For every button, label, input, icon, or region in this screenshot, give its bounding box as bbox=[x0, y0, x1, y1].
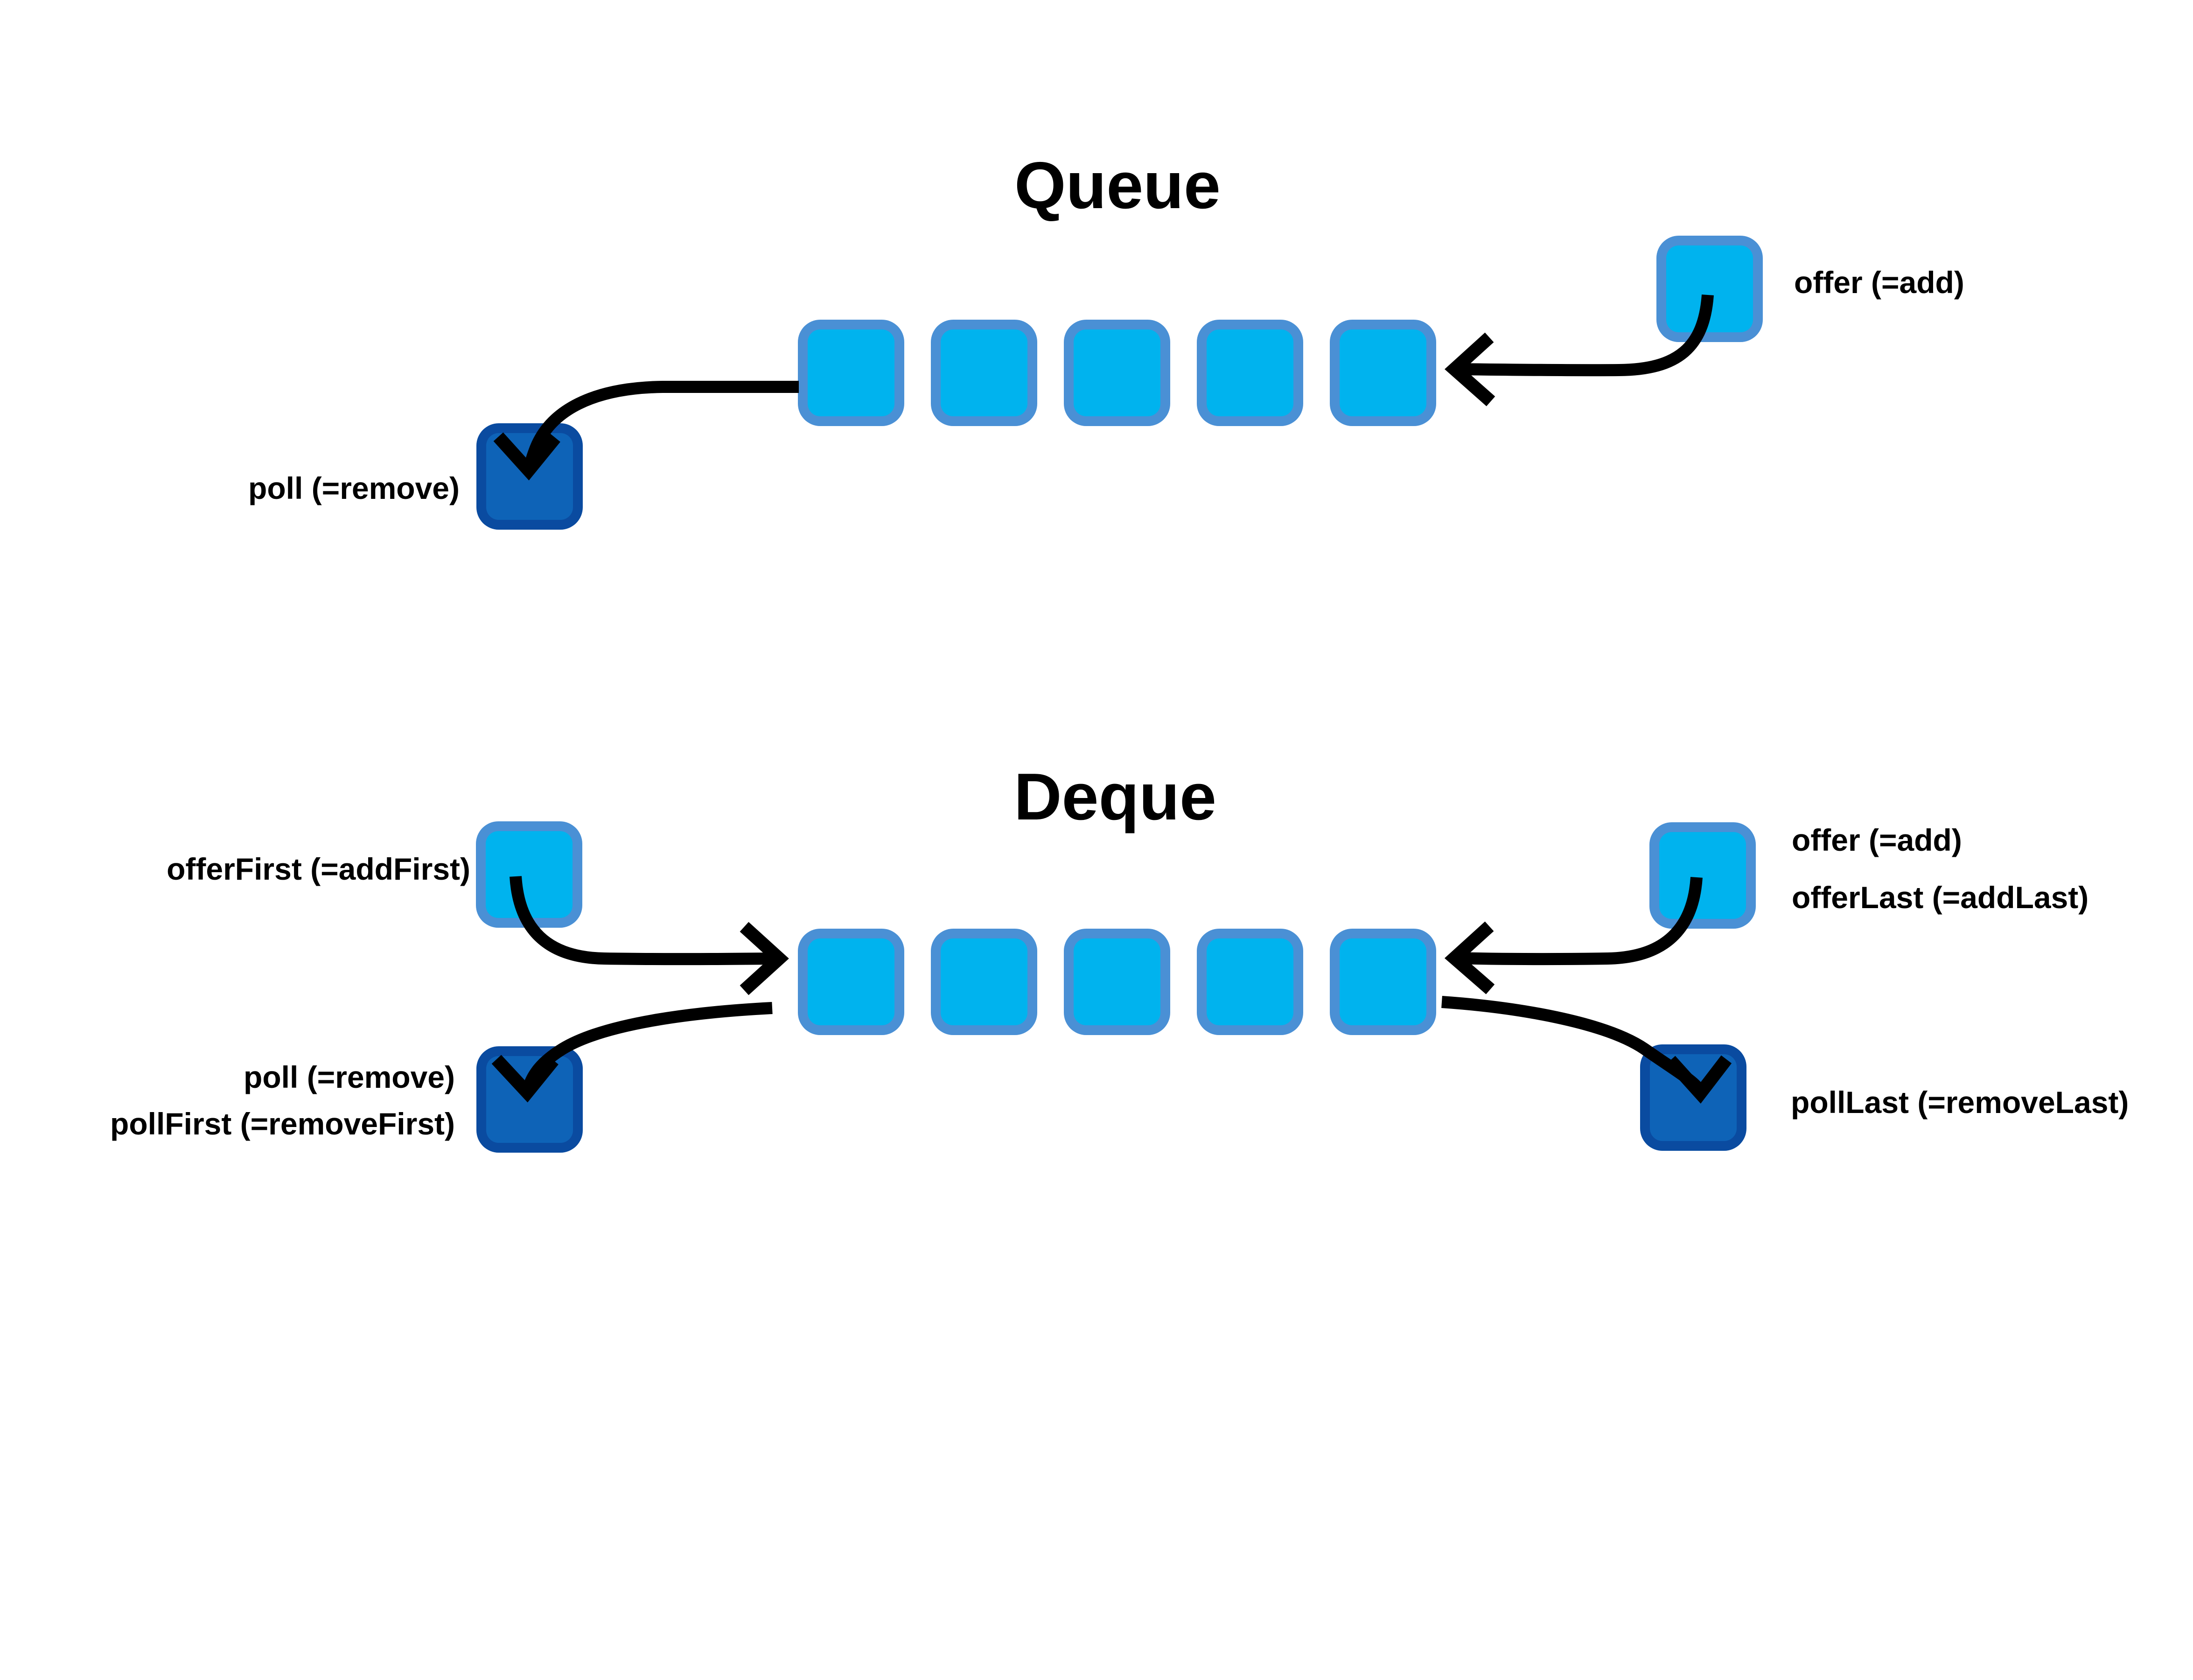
queue-poll-arrowhead-icon bbox=[493, 432, 560, 481]
deque-poll-last-arrowhead-icon bbox=[1665, 1055, 1732, 1104]
deque-cell bbox=[798, 929, 904, 1035]
deque-offer-last-label: offerLast (=addLast) bbox=[1792, 880, 2089, 915]
queue-row bbox=[798, 320, 1436, 426]
deque-cell-inner bbox=[808, 938, 894, 1025]
deque-poll-last-label: pollLast (=removeLast) bbox=[1791, 1085, 2129, 1120]
queue-cell-inner bbox=[1207, 329, 1293, 416]
queue-cell-inner bbox=[941, 329, 1027, 416]
deque-offer-first-arrowhead-icon bbox=[740, 922, 789, 995]
queue-cell bbox=[1197, 320, 1303, 426]
deque-poll-first-label-line1: poll (=remove) bbox=[244, 1060, 455, 1094]
deque-poll-first-label-line2: pollFirst (=removeFirst) bbox=[110, 1106, 455, 1141]
deque-poll-last-arrow-shaft bbox=[1441, 996, 1704, 1092]
queue-offer-arrow-shaft bbox=[1456, 294, 1714, 377]
queue-offer-label: offer (=add) bbox=[1794, 265, 1964, 300]
deque-offer-last-square bbox=[1649, 822, 1756, 929]
queue-title: Queue bbox=[1014, 148, 1221, 223]
deque-offer-label: offer (=add) bbox=[1792, 823, 1962, 857]
queue-cell-inner bbox=[1340, 329, 1426, 416]
deque-row bbox=[798, 929, 1436, 1035]
deque-offer-last-arrowhead-icon bbox=[1444, 921, 1495, 994]
deque-cell bbox=[1064, 929, 1170, 1035]
deque-title: Deque bbox=[1014, 760, 1216, 834]
queue-cell bbox=[798, 320, 904, 426]
queue-poll-arrow-shaft bbox=[524, 381, 799, 467]
queue-cell bbox=[1064, 320, 1170, 426]
deque-cell-inner bbox=[1074, 938, 1160, 1025]
deque-offer-first-square-inner bbox=[486, 831, 573, 918]
deque-offer-first-label: offerFirst (=addFirst) bbox=[167, 852, 470, 886]
deque-poll-first-label: poll (=remove) pollFirst (=removeFirst) bbox=[110, 1054, 455, 1147]
deque-poll-first-arrow-shaft bbox=[523, 1002, 773, 1090]
deque-cell-inner bbox=[1340, 938, 1426, 1025]
deque-offer-last-square-inner bbox=[1659, 832, 1746, 919]
queue-cell bbox=[1330, 320, 1436, 426]
deque-cell-inner bbox=[941, 938, 1027, 1025]
deque-cell bbox=[931, 929, 1037, 1035]
queue-offer-arrowhead-icon bbox=[1445, 332, 1495, 406]
deque-offer-first-square bbox=[476, 821, 582, 928]
queue-cell-inner bbox=[1074, 329, 1160, 416]
deque-offer-first-arrow-shaft bbox=[510, 876, 776, 966]
deque-offer-last-arrow-shaft bbox=[1456, 877, 1703, 966]
deque-cell bbox=[1330, 929, 1436, 1035]
deque-cell-inner bbox=[1207, 938, 1293, 1025]
queue-cell-inner bbox=[808, 329, 894, 416]
queue-cell bbox=[931, 320, 1037, 426]
deque-cell bbox=[1197, 929, 1303, 1035]
queue-poll-label: poll (=remove) bbox=[248, 471, 460, 505]
deque-poll-first-arrowhead-icon bbox=[491, 1055, 559, 1103]
